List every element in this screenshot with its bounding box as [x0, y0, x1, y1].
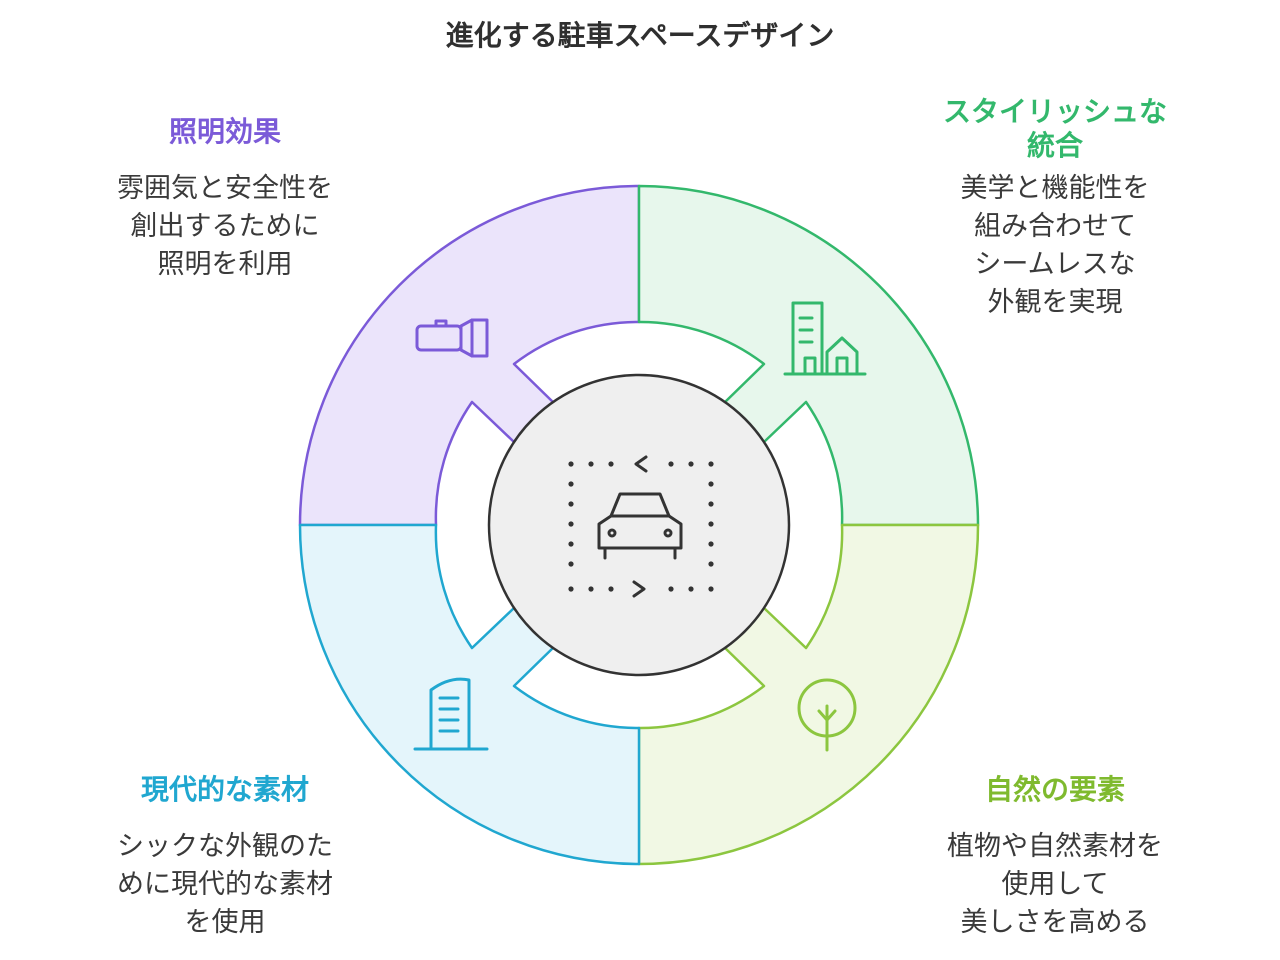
flashlight-icon [415, 318, 489, 358]
modern-building-icon [413, 677, 489, 751]
diagram-title: 進化する駐車スペースデザイン [445, 19, 835, 52]
natural-elements-title: 自然の要素 [984, 773, 1125, 806]
stylish-integration-title: スタイリッシュな 統合 [942, 95, 1167, 162]
tree-icon [797, 678, 857, 752]
lighting-effect-description: 雰囲気と安全性を 創出するために 照明を利用 [117, 173, 333, 280]
modern-materials-description: シックな外観のた めに現代的な素材 を使用 [117, 831, 333, 938]
lighting-effect-title: 照明効果 [168, 115, 281, 148]
natural-elements-description: 植物や自然素材を 使用して 美しさを高める [947, 831, 1163, 938]
center-hub [487, 373, 791, 677]
modern-materials-title: 現代的な素材 [140, 773, 309, 806]
buildings-house-icon [783, 301, 867, 376]
stylish-integration-description: 美学と機能性を 組み合わせて シームレスな 外観を実現 [960, 173, 1150, 318]
car-parking-icon [568, 455, 714, 598]
